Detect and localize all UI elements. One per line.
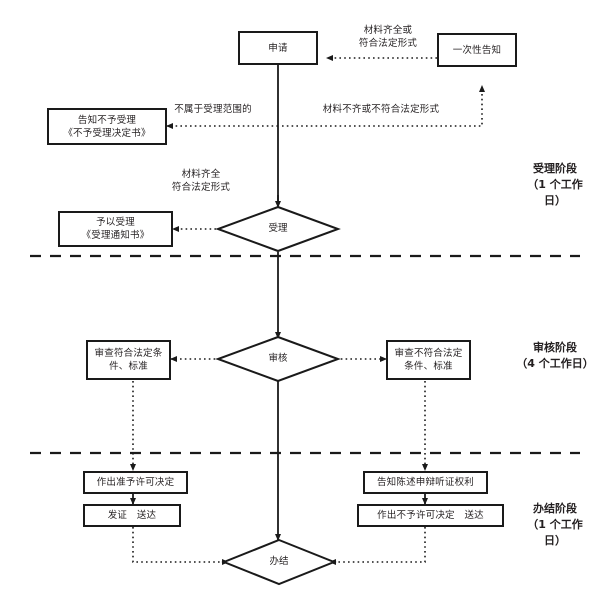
stage-label-review: 审核阶段 （4 个工作日） [516, 341, 594, 370]
node-accept-decision[interactable]: 受理 [268, 223, 288, 234]
node-review-decision[interactable]: 审核 [268, 353, 288, 364]
node-make-permit-decision[interactable]: 作出准予许可决定 [83, 471, 188, 494]
node-notice-no-accept[interactable]: 告知不予受理 《不予受理决定书》 [47, 108, 167, 145]
edge-issue-to-complete [132, 527, 229, 565]
edge-label-materials-complete-or-legal: 材料齐全或 符合法定形式 [358, 25, 418, 49]
edge-refusal-to-complete [329, 527, 426, 565]
node-one-time-notice[interactable]: 一次性告知 [437, 33, 517, 67]
node-review-conform[interactable]: 审查符合法定条 件、标准 [86, 340, 171, 380]
edge-label-materials-incomplete: 材料不齐或不符合法定形式 [322, 104, 440, 115]
node-notify-rights[interactable]: 告知陈述申辩听证权利 [363, 471, 488, 494]
stage-label-completion: 办结阶段 （1 个工作 日） [527, 502, 583, 547]
node-issue-deliver[interactable]: 发证 送达 [83, 504, 181, 527]
node-make-refusal-deliver[interactable]: 作出不予许可决定 送达 [357, 504, 504, 527]
stage-label-acceptance: 受理阶段 （1 个工作 日） [527, 162, 583, 207]
node-review-not-conform[interactable]: 审查不符合法定 条件、标准 [386, 340, 471, 380]
node-complete[interactable]: 办结 [269, 556, 289, 567]
edge-label-not-in-scope: 不属于受理范围的 [174, 104, 252, 115]
node-grant-accept[interactable]: 予以受理 《受理通知书》 [58, 211, 173, 247]
edge-label-materials-complete-legal: 材料齐全 符合法定形式 [171, 169, 231, 193]
node-apply[interactable]: 申请 [238, 31, 318, 65]
